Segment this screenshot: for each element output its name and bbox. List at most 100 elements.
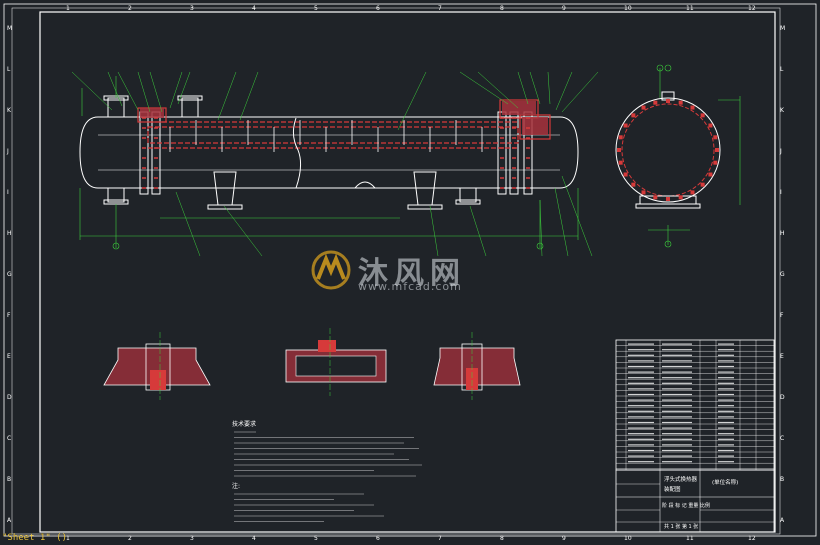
column-label: 8 [500,5,504,12]
column-label: 4 [252,5,256,12]
parts-cell-text [628,365,654,368]
parts-cell-text [718,410,734,412]
row-label: K [7,107,12,114]
end-view-bolts [617,99,719,201]
title-block-sheet: 共 1 张 第 1 张 [664,523,698,530]
row-label: A [780,517,785,524]
parts-cell-text [628,343,654,345]
parts-cell-text [718,382,734,384]
parts-cell-text [718,421,734,424]
parts-cell-text [662,377,692,379]
parts-cell-text [718,427,734,429]
parts-cell-text [718,438,734,440]
column-label: 11 [686,535,694,542]
parts-cell-text [718,393,734,396]
parts-cell-text [628,416,654,418]
end-bolt [690,190,695,195]
parts-cell-text [718,449,734,452]
parts-cell-text [662,382,692,384]
column-label: 3 [190,535,194,542]
flange-bolts [142,117,530,189]
tech-requirements-title: 技术要求 [232,420,256,428]
row-label: I [780,189,782,196]
parts-cell-text [628,438,654,440]
column-label: 10 [624,5,632,12]
parts-cell-text [662,349,692,351]
parts-cell-text [718,354,734,356]
parts-cell-text [628,371,654,373]
end-bolt [641,190,646,195]
parts-cell-text [662,416,692,418]
detail-section-1 [103,332,211,400]
parts-cell-text [718,461,734,463]
watermark-text: 沐风网 [358,256,466,291]
parts-cell-text [718,388,734,390]
end-bolt [653,100,658,105]
end-bolt [631,113,636,118]
parts-cell-text [628,399,654,401]
column-label: 4 [252,535,256,542]
parts-cell-text [662,365,692,368]
parts-cell-text [662,354,692,356]
parts-cell-text [662,371,692,373]
parts-cell-text [718,371,734,373]
row-label: D [7,394,12,401]
row-label: J [779,148,782,155]
part-balloons [112,64,672,250]
parts-cell-text [628,433,654,435]
leader-lines [71,71,599,257]
end-bolt [641,105,646,110]
dimension-lines [79,68,741,248]
parts-cell-text [718,455,734,457]
parts-cell-text [662,421,692,424]
title-block-stamps: 阶 段 标 记 重量 比例 [662,502,710,509]
end-bolt [617,148,621,152]
row-label: M [7,25,12,32]
row-label: A [7,517,12,524]
title-block-subtitle: 装配图 [664,485,681,493]
parts-cell-text [628,427,654,429]
row-label: C [7,435,11,442]
parts-cell-text [628,349,654,351]
column-label: 2 [128,535,132,542]
end-view [615,91,721,209]
row-label: E [7,353,11,360]
parts-cell-text [718,405,734,407]
watermark-url: www.mfcad.com [358,280,462,293]
end-bolt [713,160,718,165]
tube-bundle-hatch [140,101,548,135]
parts-cell-text [628,455,654,457]
row-label: E [780,353,784,360]
parts-cell-text [718,399,734,401]
detail-section-2 [285,328,387,396]
parts-cell-text [662,444,692,446]
parts-cell-text [718,343,734,345]
parts-cell-text [628,461,654,463]
row-label: B [7,476,11,483]
column-label: 2 [128,5,132,12]
parts-cell-text [662,438,692,440]
parts-cell-text [718,433,734,435]
parts-cell-text [718,349,734,351]
end-bolt [713,135,718,140]
parts-cell-text [662,455,692,457]
end-bolt [715,148,719,152]
row-label: K [780,107,785,114]
notes-title: 注: [232,482,240,490]
title-block: 浮头式换热器 装配图 (单位名称) 阶 段 标 记 重量 比例 共 1 张 第 … [615,469,775,533]
end-bolt [678,195,683,200]
parts-cell-text [718,416,734,418]
watermark: 沐风网 [310,248,466,292]
column-label: 7 [438,535,442,542]
end-bolt [666,197,670,201]
parts-cell-text [628,410,654,412]
parts-cell-text [628,354,654,356]
row-label: F [7,312,11,319]
end-bolt [700,113,705,118]
parts-cell-text [628,377,654,379]
tech-requirements: 技术要求 注: [232,420,422,522]
baffle-plates [169,120,483,152]
title-block-name: 浮头式换热器 [664,475,698,483]
sheet-tab[interactable]: "Sheet 1" () [2,533,68,543]
